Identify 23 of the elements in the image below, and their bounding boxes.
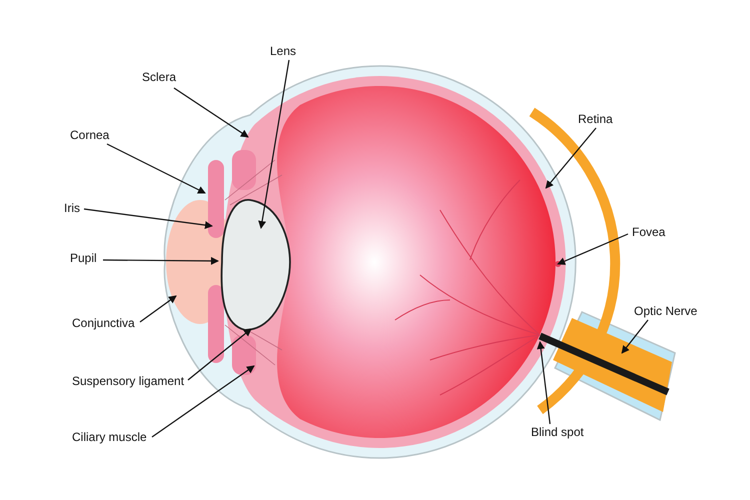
leader-line — [140, 295, 177, 322]
part-label: Blind spot — [531, 425, 584, 439]
part-label: Iris — [64, 201, 80, 215]
part-label: Optic Nerve — [634, 304, 698, 318]
leader-line — [84, 208, 213, 230]
leader-line — [258, 60, 290, 229]
part-label: Retina — [578, 112, 613, 126]
part-label: Pupil — [70, 251, 97, 265]
leader-line — [152, 365, 255, 438]
part-label: Ciliary muscle — [72, 430, 147, 444]
part-label: Conjunctiva — [72, 316, 135, 330]
leader-line — [106, 143, 206, 194]
part-label: Sclera — [142, 70, 176, 84]
part-label: Lens — [270, 44, 296, 58]
part-label: Cornea — [70, 128, 110, 142]
part-label: Fovea — [632, 225, 666, 239]
leader-line — [103, 256, 219, 265]
leader-line — [174, 88, 249, 138]
leader-line — [621, 320, 648, 354]
leader-line — [557, 233, 628, 265]
part-label: Suspensory ligament — [72, 374, 184, 388]
leader-line — [536, 341, 551, 424]
leader-line — [545, 128, 596, 189]
